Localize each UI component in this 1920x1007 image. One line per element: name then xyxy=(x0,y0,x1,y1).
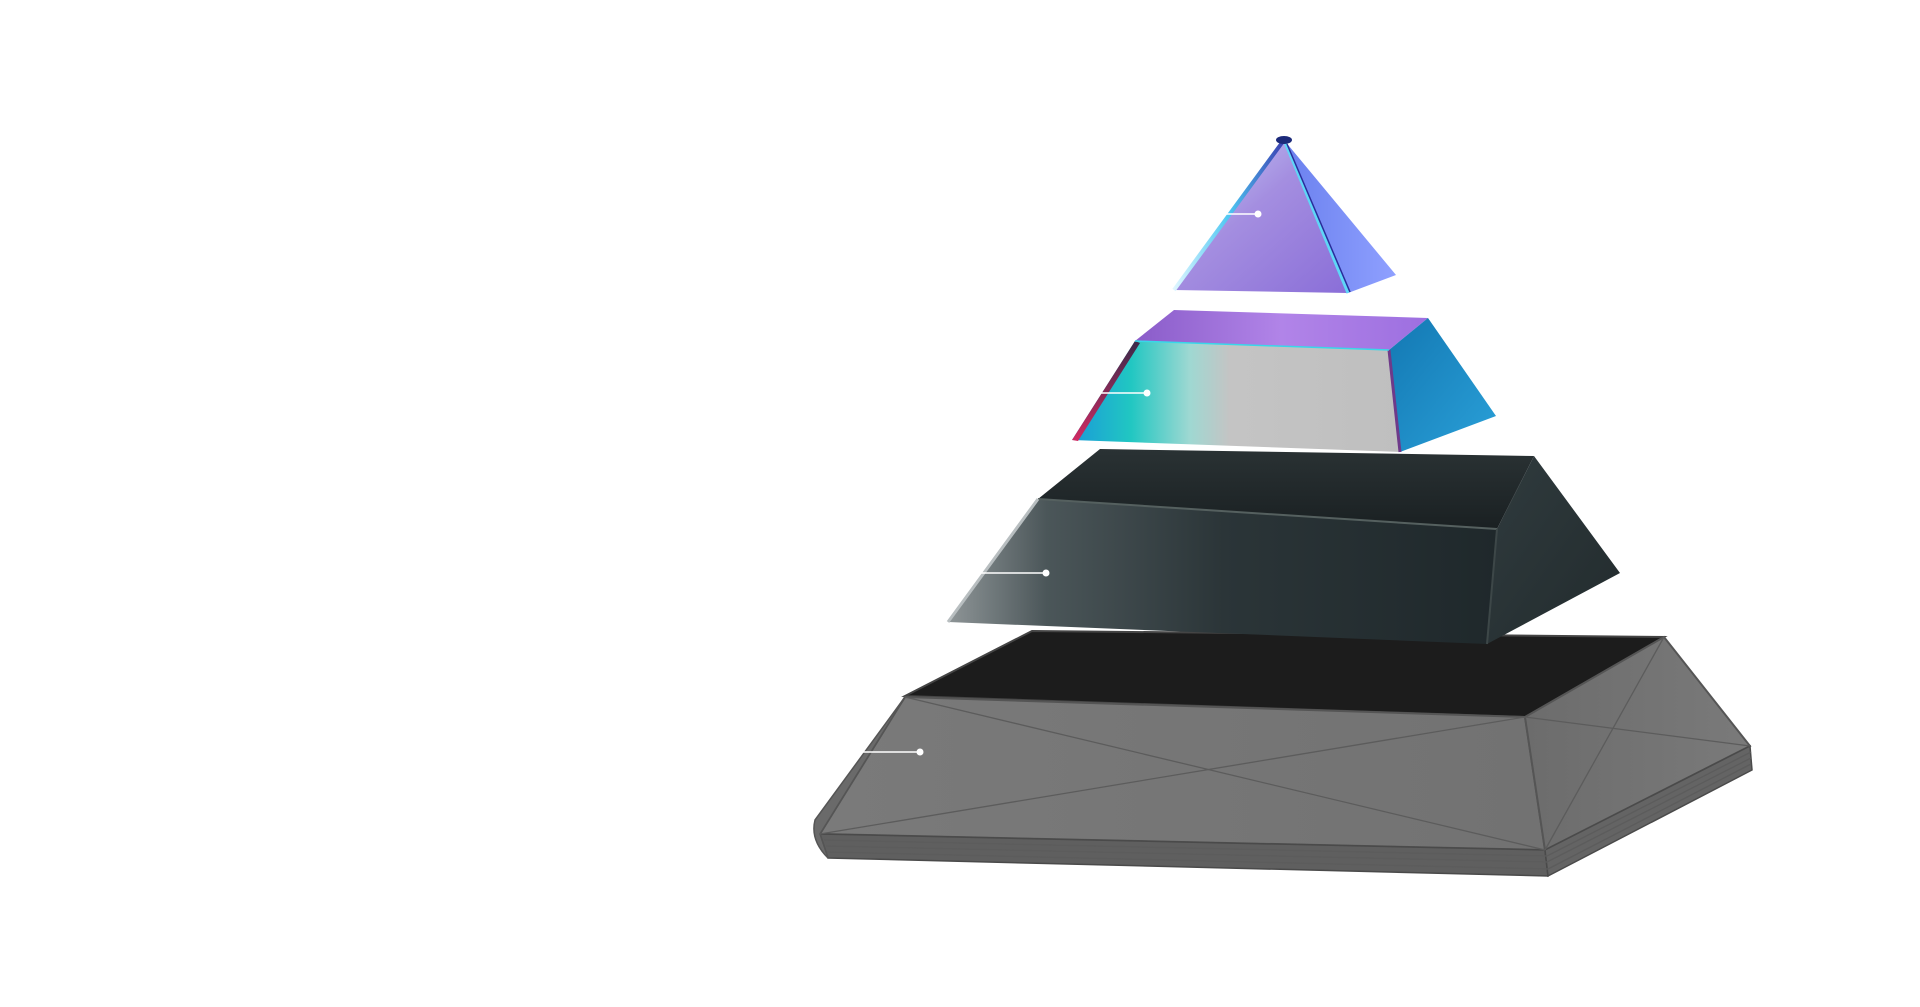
pyramid-layer-4-base xyxy=(814,631,1752,876)
pyramid-layer-3 xyxy=(948,449,1620,644)
pyramid-layer-1-top xyxy=(1174,136,1396,293)
pyramid-layer-2 xyxy=(1072,310,1496,452)
